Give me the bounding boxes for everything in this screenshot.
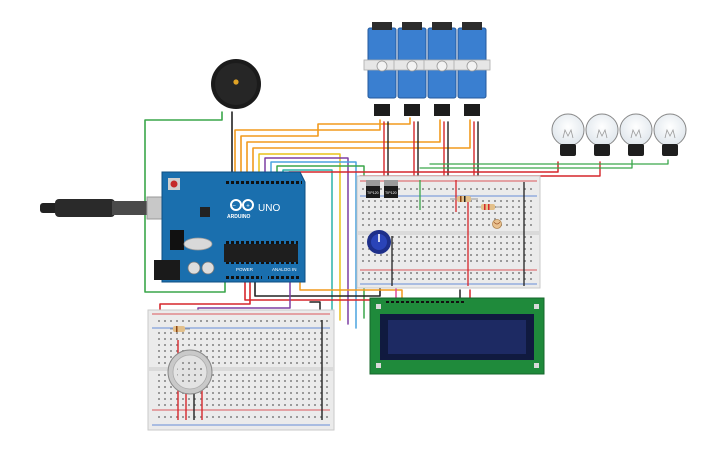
- power-jack: [154, 260, 180, 280]
- wire-orange-3: [246, 119, 441, 179]
- wire-green-bulb-2: [429, 159, 669, 165]
- resistor-icon: [476, 204, 500, 210]
- light-bulb-icon: [551, 113, 585, 156]
- resistor-icon: [170, 326, 190, 332]
- servo-motor: [363, 22, 401, 116]
- arduino-uno-board: − + ARDUINO UNO POWER ANALOG IN: [154, 171, 306, 283]
- wire-purple-digital: [264, 157, 349, 325]
- servo-motors: [363, 22, 491, 116]
- analog-header: [268, 275, 300, 280]
- arduino-logo-icon: − +: [230, 199, 254, 211]
- digital-header: [224, 180, 302, 186]
- servo-motor: [423, 22, 461, 116]
- wire-blue-digital: [270, 161, 357, 329]
- transistor-icon: TIP120: [384, 180, 398, 198]
- wire-layer: [144, 111, 669, 425]
- light-bulb-icon: [653, 113, 687, 156]
- main-breadboard: [356, 175, 541, 289]
- lcd-16x2-icon: [369, 297, 545, 375]
- lcd-screen: [388, 320, 526, 354]
- board-model-label: UNO: [258, 203, 280, 214]
- microcontroller-chip: [224, 244, 298, 262]
- wire-orange-4: [252, 119, 471, 179]
- light-bulb-icon: [585, 113, 619, 156]
- photoresistor-icon: [492, 219, 502, 229]
- wire-orange-lcd: [299, 281, 403, 301]
- transistor-label: TIP120: [385, 191, 397, 195]
- svg-text:+: +: [246, 204, 250, 210]
- svg-text:−: −: [232, 204, 236, 210]
- transistor-icon: TIP120: [366, 180, 380, 198]
- wire-orange-2: [240, 117, 411, 179]
- wire-orange-1: [234, 119, 381, 179]
- power-label: POWER: [236, 267, 254, 272]
- board-brand-label: ARDUINO: [227, 214, 250, 220]
- wire-green-bulb: [419, 159, 633, 169]
- buzzer-icon: [211, 59, 261, 109]
- usb-cable-icon: [40, 196, 174, 220]
- wire-yellow-digital: [258, 153, 341, 321]
- wire-red-power: [244, 281, 371, 301]
- light-bulbs: [551, 113, 687, 156]
- power-header: [224, 275, 262, 280]
- resistor-icon: [450, 196, 478, 202]
- light-bulb-icon: [619, 113, 653, 156]
- potentiometer-icon[interactable]: [367, 230, 391, 254]
- gas-sensor-icon: [167, 349, 213, 395]
- servo-motor: [393, 22, 431, 116]
- servo-motor: [453, 22, 491, 116]
- transistor-label: TIP120: [367, 191, 379, 195]
- analog-label: ANALOG IN: [272, 267, 297, 272]
